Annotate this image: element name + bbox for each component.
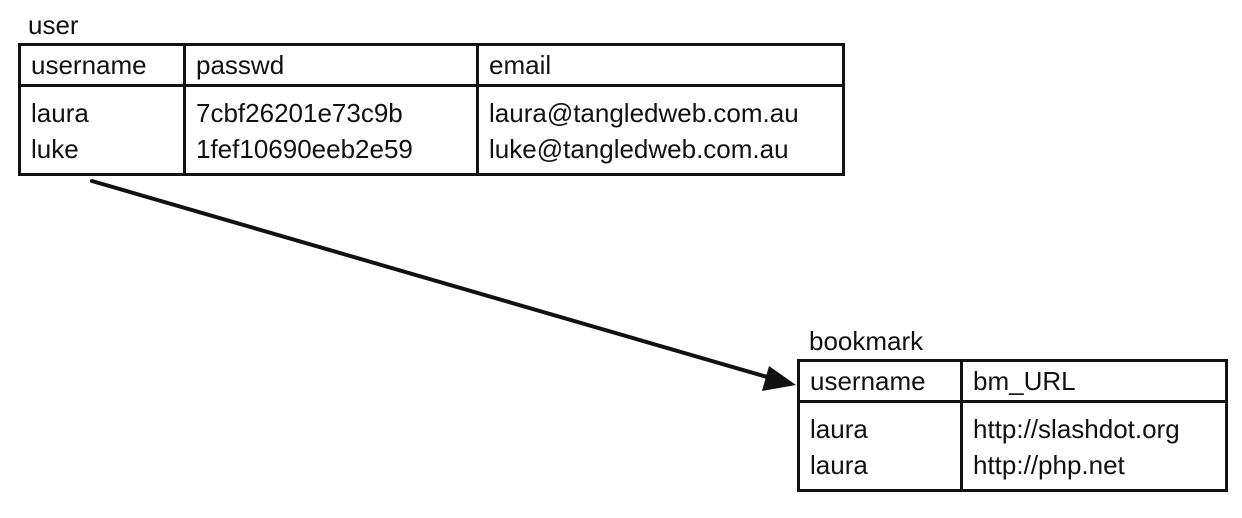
user-row-2-passwd: 1fef10690eeb2e59 [196,134,413,164]
bookmark-header-row: username bm_URL [797,359,1228,403]
bookmark-table-caption: bookmark [809,326,924,356]
user-email-cell: laura@tangledweb.com.au luke@tangledweb.… [476,84,845,176]
relationship-arrow-head [762,366,796,391]
user-row-1-username: laura [31,98,89,128]
bookmark-table: username bm_URL laura laura http://slash… [797,359,1228,492]
user-username-cell: laura luke [18,84,186,176]
bookmark-row-1-username: laura [810,414,868,444]
bookmark-header-username: username [797,359,963,403]
bookmark-url-cell: http://slashdot.org http://php.net [960,400,1228,492]
user-passwd-cell: 7cbf26201e73c9b 1fef10690eeb2e59 [183,84,479,176]
user-header-username: username [18,43,186,87]
bookmark-header-bm-url: bm_URL [960,359,1228,403]
user-header-passwd: passwd [183,43,479,87]
bookmark-row-2-url: http://php.net [973,450,1125,480]
user-data-row: laura luke 7cbf26201e73c9b 1fef10690eeb2… [18,84,845,176]
bookmark-row-2-username: laura [810,450,868,480]
bookmark-username-cell: laura laura [797,400,963,492]
user-table: username passwd email laura luke 7cbf262… [18,43,845,176]
user-row-1-passwd: 7cbf26201e73c9b [196,98,403,128]
user-header-row: username passwd email [18,43,845,87]
user-row-2-username: luke [31,134,79,164]
user-row-2-email: luke@tangledweb.com.au [489,134,789,164]
bookmark-data-row: laura laura http://slashdot.org http://p… [797,400,1228,492]
user-table-caption: user [28,10,79,40]
user-header-email: email [476,43,845,87]
relationship-arrow-line [90,179,776,381]
bookmark-row-1-url: http://slashdot.org [973,414,1180,444]
user-row-1-email: laura@tangledweb.com.au [489,98,799,128]
